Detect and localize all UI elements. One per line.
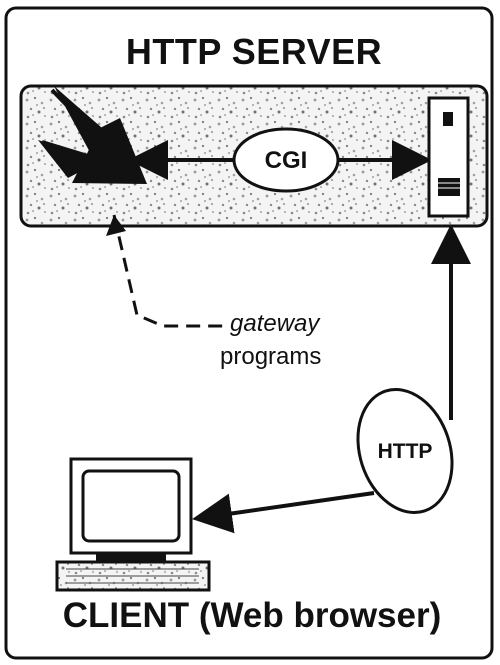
programs-label: programs bbox=[220, 343, 321, 370]
client-label: CLIENT (Web browser) bbox=[63, 596, 442, 635]
http-ellipse bbox=[356, 387, 454, 515]
arrow-to-client bbox=[192, 491, 375, 534]
http-label: HTTP bbox=[378, 440, 433, 463]
server-file-icon bbox=[427, 96, 470, 218]
server-title: HTTP SERVER bbox=[126, 31, 382, 72]
computer-icon bbox=[55, 457, 211, 592]
gateway-label: gateway bbox=[230, 310, 321, 337]
gateway-lead-arrowhead bbox=[106, 215, 126, 236]
cgi-label: CGI bbox=[265, 147, 308, 174]
gateway-lead-line bbox=[112, 214, 225, 328]
